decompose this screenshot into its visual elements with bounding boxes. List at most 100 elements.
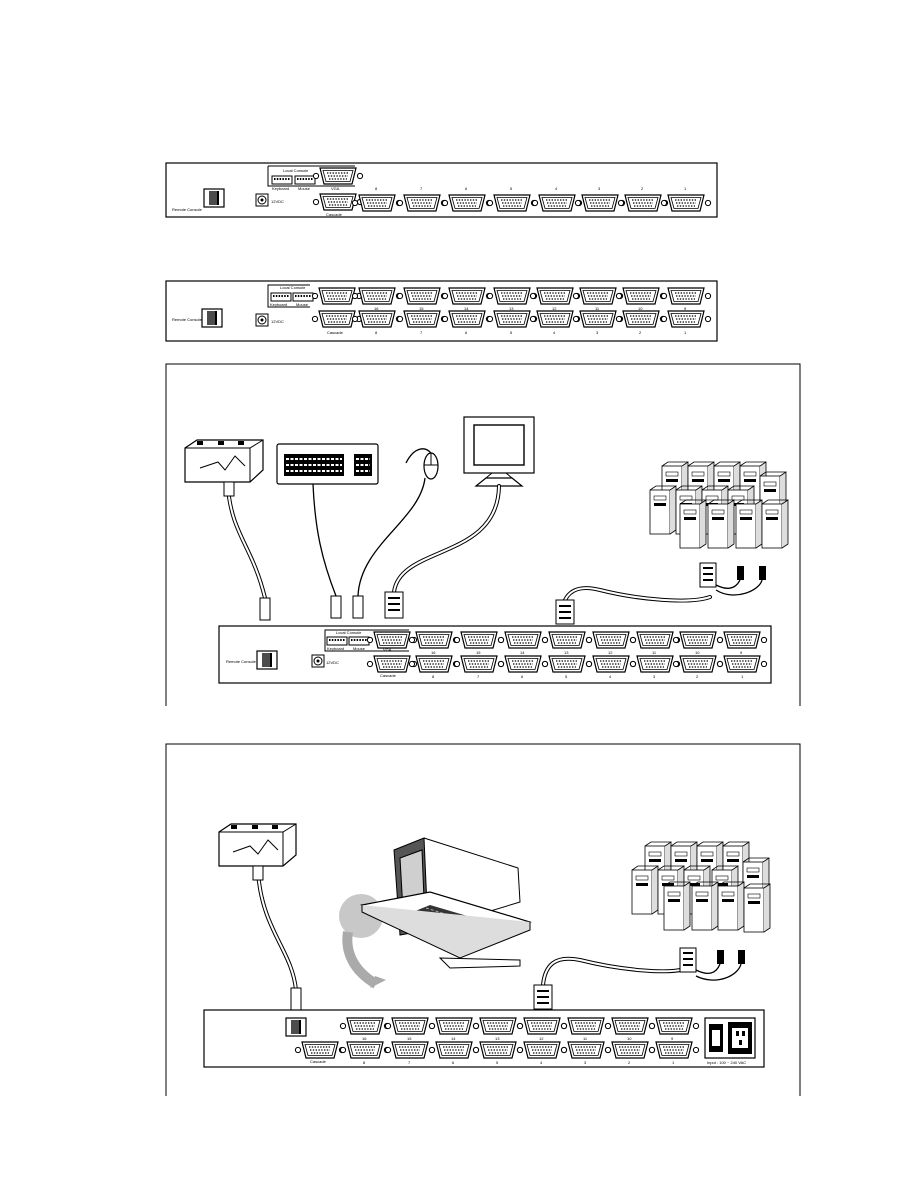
dc-label: 12VDC [326, 660, 339, 665]
port-number: 5 [510, 330, 513, 335]
keyboard-port [270, 292, 292, 302]
cascade-label: Cascade [310, 1059, 327, 1064]
local-console-label: Local Console [336, 630, 362, 635]
port-number: 6 [465, 186, 468, 191]
computers-icon [649, 461, 789, 549]
port-number: 6 [452, 1060, 455, 1065]
dc-label: 12VDC [271, 199, 284, 204]
mouse-icon [405, 448, 439, 480]
cascade-label: Cascade [380, 673, 397, 678]
remote-console-port [256, 650, 278, 670]
rack-lcd-console [339, 837, 532, 989]
local-console-label: Local Console [280, 285, 306, 290]
rj45-plug [223, 481, 235, 497]
remote-console-port [285, 1017, 307, 1037]
port-number: 10 [638, 306, 643, 311]
port-number: 9 [684, 306, 687, 311]
port-number: 7 [408, 1060, 411, 1065]
cascade-label: Cascade [327, 330, 344, 335]
mouse-label: Mouse [298, 186, 311, 191]
mouse-plug [352, 595, 364, 619]
mouse-label: Mouse [353, 646, 366, 651]
port-number: 14 [464, 306, 469, 311]
port-number: 3 [596, 330, 599, 335]
port-number: 8 [375, 330, 378, 335]
port-number: 16 [374, 306, 379, 311]
diagram-frame [165, 363, 801, 706]
mouse-cable [357, 477, 426, 597]
port-number: 10 [627, 1036, 632, 1041]
port-number: 11 [583, 1036, 588, 1041]
diagram-frame [165, 743, 801, 1096]
port-number: 1 [672, 1060, 675, 1065]
keyboard-label: Keyboard [272, 186, 289, 191]
port-number: 13 [495, 1036, 500, 1041]
port-number: 14 [520, 650, 525, 655]
monitor-cable [392, 484, 501, 594]
port-number: 12 [608, 650, 613, 655]
port-number: 5 [565, 674, 568, 679]
cascade-label: Cascade [326, 212, 343, 217]
port-number: 12 [552, 306, 557, 311]
pc-cable [563, 586, 712, 603]
local-console-label: Local Console [283, 168, 309, 173]
keyboard-icon [276, 443, 379, 485]
port-number: 3 [584, 1060, 587, 1065]
port-number: 8 [375, 186, 378, 191]
port-number: 14 [451, 1036, 456, 1041]
vga-label: VGA [383, 647, 392, 652]
remote-console-label: Remote Console [226, 659, 257, 664]
computers-icon [631, 841, 771, 933]
port-number: 8 [432, 674, 435, 679]
port-number: 1 [684, 186, 687, 191]
keyboard-label: Keyboard [270, 302, 287, 307]
mouse-label: Mouse [296, 302, 309, 307]
port-number: 3 [653, 674, 656, 679]
port-number: 5 [510, 186, 513, 191]
dc-label: 12VDC [271, 319, 284, 324]
power-jack [255, 193, 269, 207]
port-number: 2 [696, 674, 699, 679]
remote-console-port [203, 188, 225, 208]
port-number: 4 [609, 674, 612, 679]
remote-console-port [201, 308, 223, 328]
vga-label: VGA [331, 186, 340, 191]
port-number: 15 [419, 306, 424, 311]
port-number: 6 [521, 674, 524, 679]
port-number: 3 [598, 186, 601, 191]
local-console-bracket [324, 629, 409, 652]
remote-console-label: Remote Console [172, 317, 203, 322]
diagram-local-console: Remote Console 12VDC Local Console Keybo… [165, 363, 801, 706]
remote-console-adapter [218, 823, 297, 867]
port-number: 4 [553, 330, 556, 335]
port-number: 1 [684, 330, 687, 335]
remote-console-adapter [184, 439, 264, 483]
power-jack [311, 654, 325, 668]
power-inlet-icon [704, 1017, 756, 1059]
port-number: 2 [641, 186, 644, 191]
rj45-plug [290, 987, 302, 1011]
rj45-plug [252, 865, 264, 881]
keyboard-cable [312, 483, 337, 597]
keyboard-port [326, 636, 348, 646]
mouse-port [292, 292, 314, 302]
port-number: 7 [420, 330, 423, 335]
port-number: 9 [671, 1036, 674, 1041]
panel-16-port: Remote Console 12VDC Local Console Keybo… [165, 280, 718, 342]
power-jack [255, 313, 269, 327]
port-number: 9 [740, 650, 743, 655]
port-number: 13 [564, 650, 569, 655]
local-console-bracket [267, 165, 355, 187]
keyboard-label: Keyboard [327, 646, 344, 651]
panel-8-chassis [165, 162, 718, 218]
port-number: 11 [652, 650, 657, 655]
port-number: 7 [420, 186, 423, 191]
port-number: 2 [628, 1060, 631, 1065]
port-number: 1 [741, 674, 744, 679]
ps2-plug [717, 950, 724, 964]
port-number: 2 [639, 330, 642, 335]
mouse-port [348, 636, 370, 646]
port-number: 15 [407, 1036, 412, 1041]
monitor-icon [463, 416, 535, 487]
